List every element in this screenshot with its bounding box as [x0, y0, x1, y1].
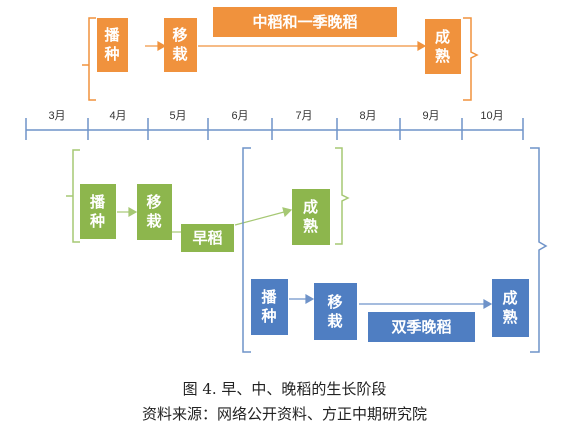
middle-transplant-box: 移 栽	[164, 18, 197, 72]
early-rice-brackets	[66, 147, 350, 245]
month-label: 8月	[359, 110, 377, 122]
middle-rice-stage-box: 中稻和一季晚稻	[213, 7, 397, 37]
middle-harvest-box: 成 熟	[425, 19, 461, 74]
late-rice-brackets	[242, 147, 548, 353]
month-label: 9月	[422, 110, 440, 122]
early-rice-stage-box: 早稻	[181, 224, 234, 252]
month-label: 6月	[231, 110, 249, 122]
late-transplant-box: 移 栽	[314, 283, 357, 340]
month-label: 7月	[295, 110, 313, 122]
month-label: 3月	[48, 110, 66, 122]
early-sowing-box: 播 种	[80, 184, 116, 239]
early-transplant-box: 移 栽	[137, 184, 172, 240]
figure-source: 资料来源：网络公开资料、方正中期研究院	[141, 405, 427, 423]
month-label: 4月	[109, 110, 127, 122]
late-sowing-box: 播 种	[251, 279, 288, 335]
late-harvest-box: 成 熟	[492, 279, 529, 337]
middle-sowing-box: 播 种	[97, 18, 128, 72]
middle-rice-arrows	[145, 40, 427, 52]
late-rice-arrows	[289, 293, 493, 310]
late-rice-stage-box: 双季晚稻	[368, 312, 475, 342]
early-harvest-box: 成 熟	[292, 189, 330, 245]
middle-rice-brackets	[82, 17, 479, 101]
figure-title: 图 4. 早、中、晚稻的生长阶段	[182, 380, 387, 398]
month-label: 5月	[169, 110, 187, 122]
month-axis	[25, 118, 524, 140]
month-label: 10月	[480, 110, 504, 122]
